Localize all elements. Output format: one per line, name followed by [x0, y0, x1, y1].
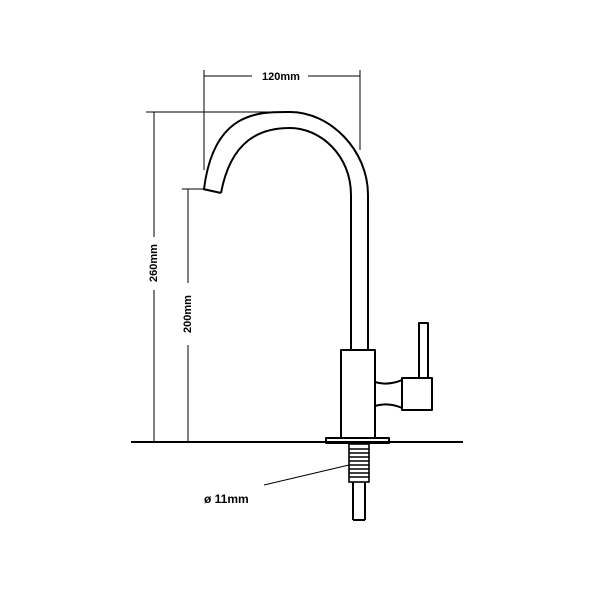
spout-tip	[202, 188, 222, 194]
handle-block	[401, 377, 433, 411]
lever	[418, 322, 429, 379]
overall-height-label: 260mm	[148, 244, 160, 282]
spout-height-label: 200mm	[182, 295, 194, 333]
spout-height-dimension	[182, 188, 204, 442]
overall-height-dimension	[146, 111, 290, 442]
spout-outer-wall	[203, 110, 369, 350]
base-flange	[325, 437, 390, 444]
reach-dimension-label: 120mm	[262, 71, 300, 83]
shank-outline	[348, 443, 370, 483]
threaded-shank	[348, 443, 370, 483]
diameter-label: ø 11mm	[204, 492, 249, 506]
faucet-main-body	[340, 349, 376, 439]
handle-connector	[374, 379, 403, 409]
diameter-leader-line	[263, 464, 350, 486]
reach-dimension	[203, 70, 361, 170]
spout-inner-wall	[220, 127, 352, 350]
supply-hose	[352, 482, 366, 521]
faucet-body	[202, 110, 433, 444]
